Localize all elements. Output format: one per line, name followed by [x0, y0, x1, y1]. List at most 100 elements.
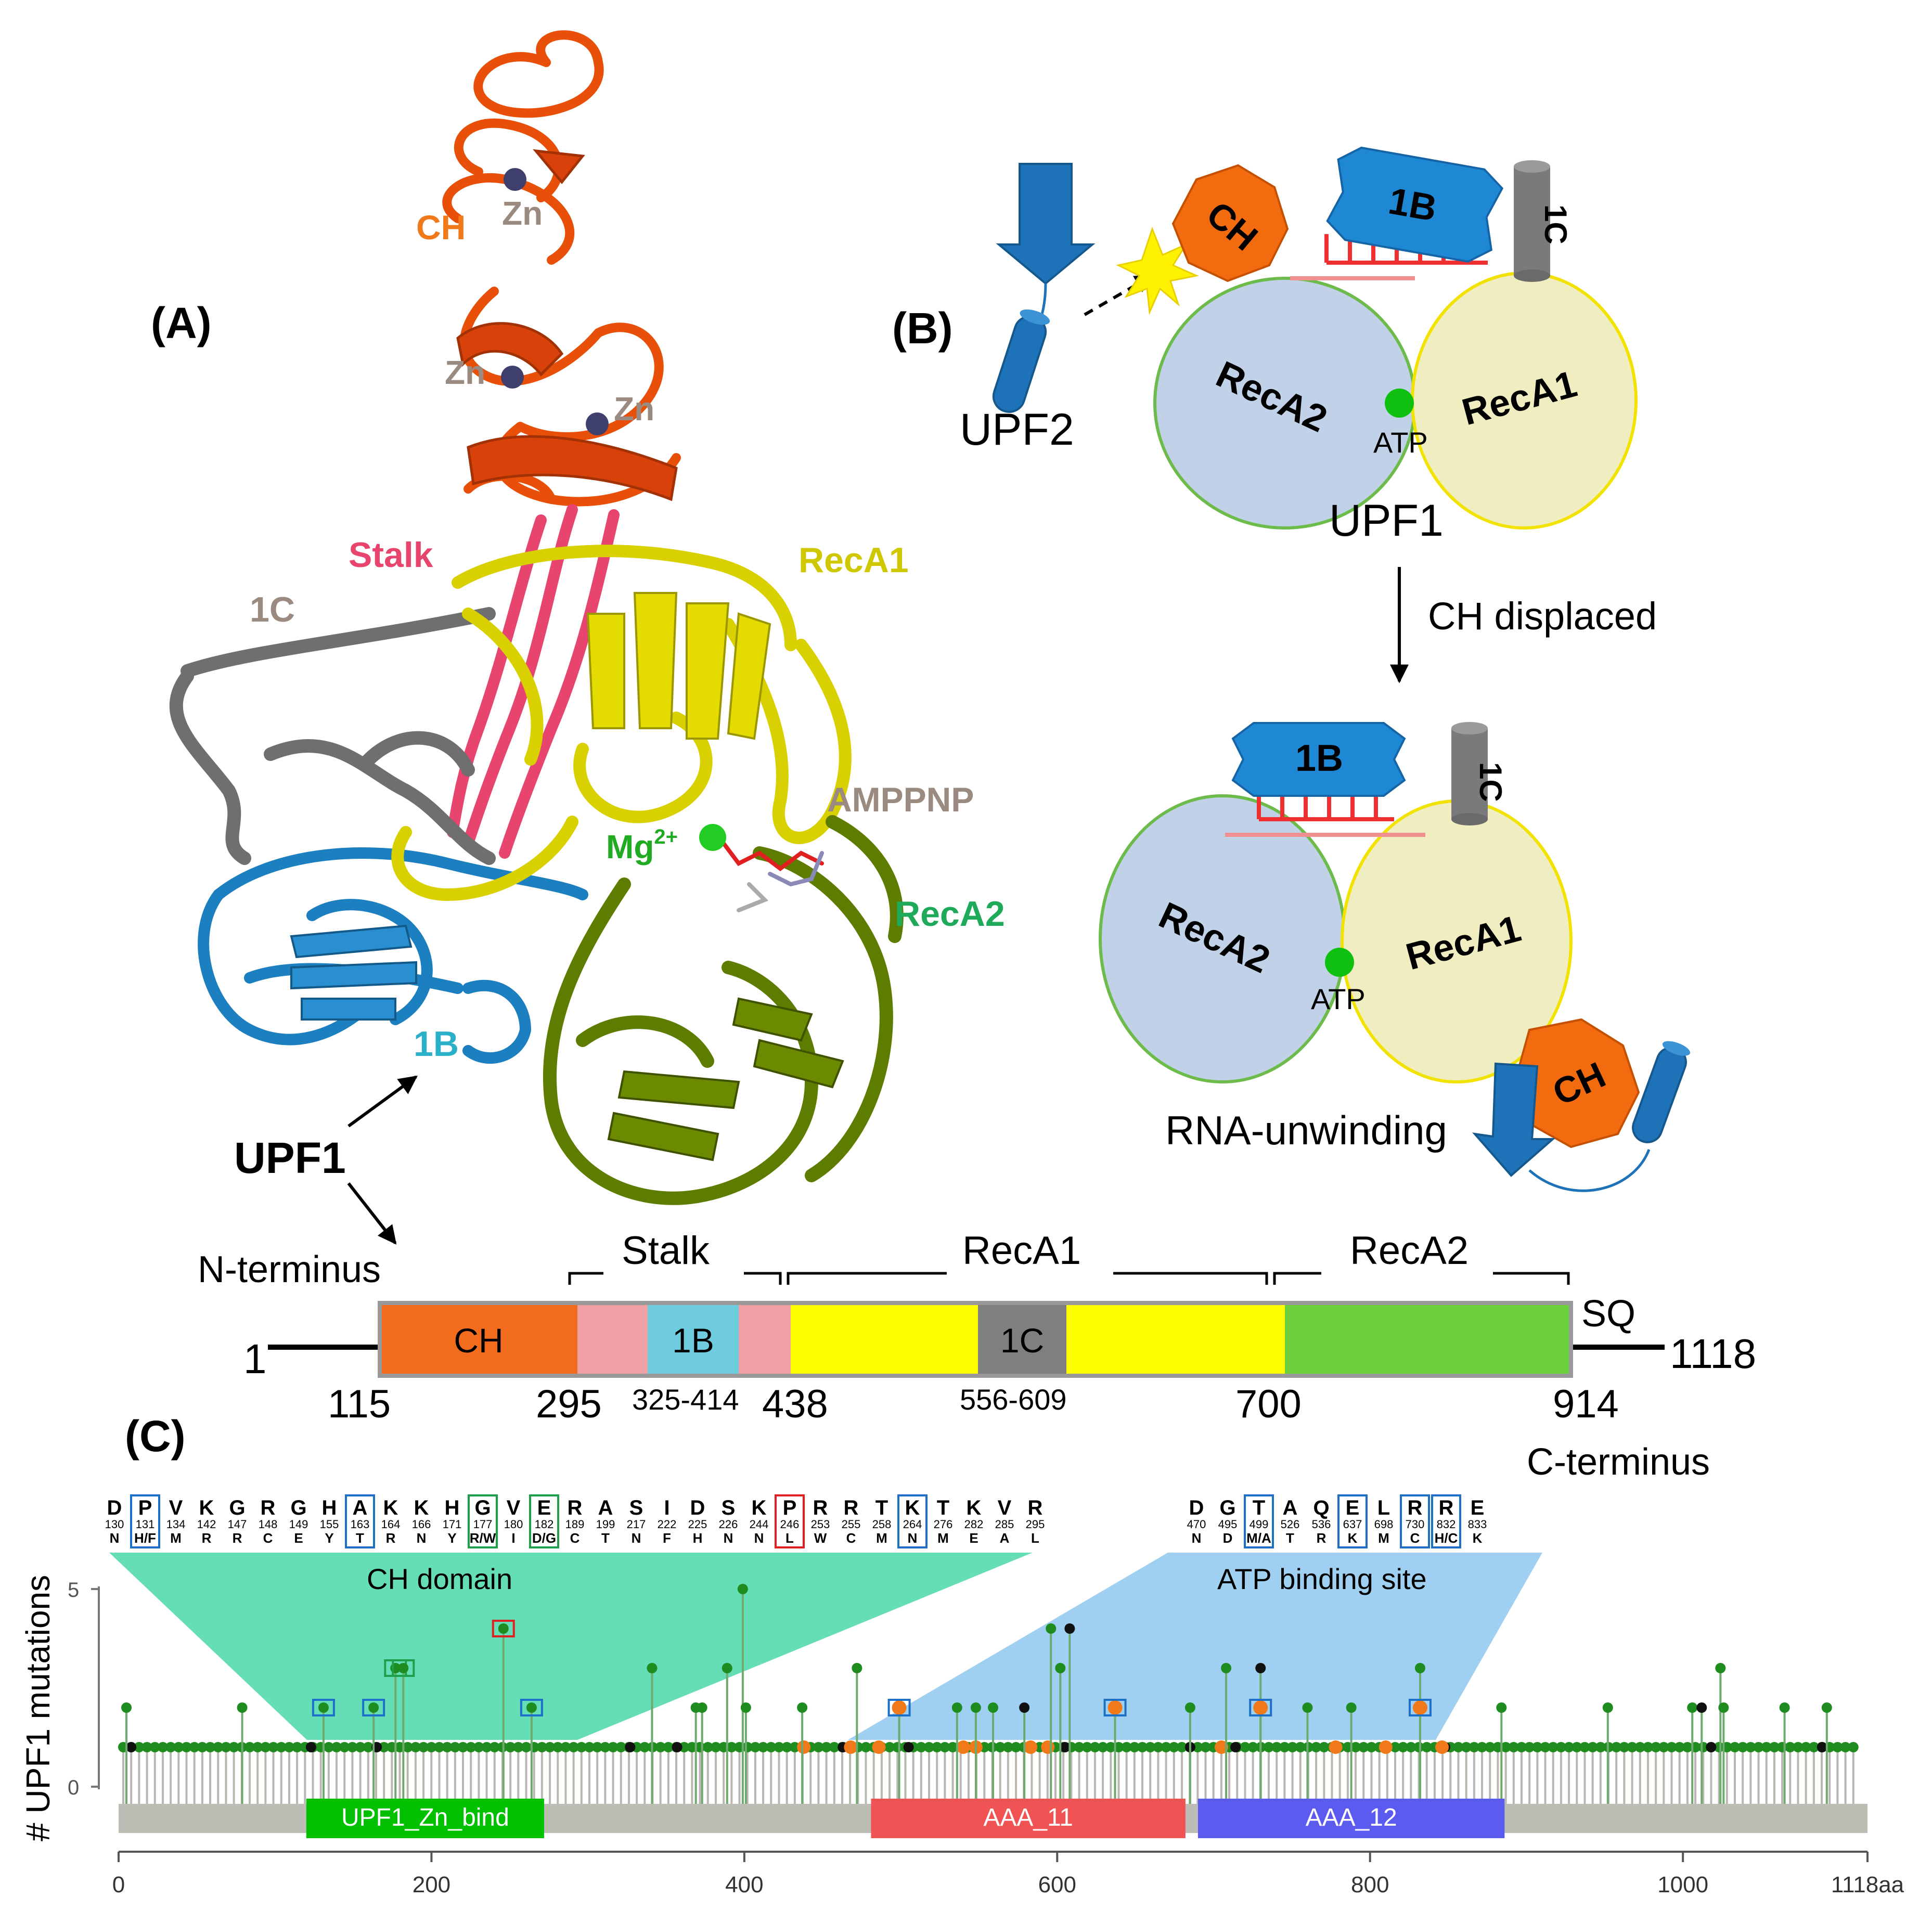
x-tick-label: 600: [1038, 1872, 1076, 1897]
lollipop-head: [1666, 1742, 1677, 1752]
residue-position: 637: [1343, 1518, 1362, 1531]
lollipop-head: [916, 1742, 926, 1752]
lollipop-head: [710, 1742, 721, 1752]
lollipop-head: [679, 1742, 690, 1752]
lollipop-head: [473, 1742, 484, 1752]
map-segment-label: CH: [454, 1321, 503, 1360]
residue-position: 131: [136, 1518, 155, 1531]
ref-residue: V: [169, 1496, 183, 1519]
alt-residue: T: [1286, 1530, 1294, 1546]
panel-a-label: (A): [151, 299, 212, 347]
residue-position: 182: [535, 1518, 554, 1531]
lollipop-head: [1642, 1742, 1653, 1752]
lollipop-head: [1587, 1742, 1598, 1752]
residue-position: 495: [1218, 1518, 1238, 1531]
residue-position: 226: [719, 1518, 738, 1531]
alt-residue: L: [1031, 1530, 1039, 1546]
residue-position: 163: [351, 1518, 370, 1531]
lollipop-head: [1098, 1742, 1109, 1752]
map-brackets: [568, 1272, 1570, 1285]
pfam-domain: [871, 1799, 1186, 1838]
ref-residue: I: [664, 1496, 669, 1519]
bracket-stalk: Stalk: [622, 1229, 710, 1273]
lollipop-head: [995, 1742, 1006, 1752]
lollipop-head: [592, 1742, 603, 1752]
zn-label-3: Zn: [614, 390, 654, 428]
residue-position: 217: [627, 1518, 646, 1531]
ref-residue: Q: [1313, 1496, 1329, 1519]
residue-position: 180: [504, 1518, 523, 1531]
lollipop-head: [1041, 1740, 1055, 1754]
lollipop-head: [1414, 1663, 1425, 1673]
pfam-domain-label: AAA_12: [1306, 1804, 1397, 1831]
alt-residue: M: [876, 1530, 887, 1546]
lollipop-head: [1255, 1663, 1266, 1673]
residue-position: 155: [320, 1518, 339, 1531]
alt-residue: C: [263, 1530, 273, 1546]
lollipop-head: [600, 1742, 611, 1752]
lollipop-head: [449, 1742, 460, 1752]
lollipop-head: [1687, 1702, 1698, 1713]
lollipop-head: [1176, 1742, 1187, 1752]
lollipop-head: [318, 1702, 329, 1713]
alt-residue: Y: [447, 1530, 456, 1546]
c1-label-b-top: 1C: [1538, 204, 1573, 244]
lollipop-head: [1516, 1742, 1527, 1752]
pfam-domain-label: AAA_11: [983, 1804, 1073, 1831]
lollipop-head: [951, 1702, 962, 1713]
lollipop-head: [402, 1742, 413, 1752]
lollipop-head: [1230, 1742, 1241, 1752]
lollipop-head: [1769, 1742, 1780, 1752]
ref-residue: T: [875, 1496, 888, 1519]
lollipop-head: [903, 1742, 914, 1752]
lollipop-head: [576, 1742, 587, 1752]
lollipop-head: [157, 1742, 168, 1752]
lollipop-head: [379, 1742, 390, 1752]
ref-residue: T: [937, 1496, 949, 1519]
atp-mutation-table: D470NG495DT499M/AA526TQ536RE637KL698MR73…: [1187, 1494, 1487, 1548]
lollipop-head: [498, 1623, 509, 1634]
atp-site-label: ATP binding site: [1217, 1563, 1427, 1595]
lollipop-head: [347, 1742, 358, 1752]
ref-residue: K: [414, 1496, 429, 1519]
lollipop-head: [276, 1742, 287, 1752]
mg-label: Mg2+: [606, 825, 678, 866]
n-terminus-label: N-terminus: [198, 1249, 381, 1290]
map-start-label: 1: [243, 1336, 267, 1382]
lollipop-panel-c: CH domain ATP binding site D130NP131H/FV…: [19, 1494, 1904, 1897]
lollipop-head: [1271, 1742, 1282, 1752]
lollipop-head: [584, 1742, 595, 1752]
x-tick-label: 1000: [1657, 1872, 1708, 1897]
map-segment-label: 1B: [672, 1321, 714, 1360]
amppnp-ligand: [721, 841, 824, 912]
lollipop-head: [521, 1742, 532, 1752]
panel-b-label: (B): [892, 304, 953, 353]
ref-residue: D: [107, 1496, 122, 1519]
map-segment: [1285, 1303, 1571, 1376]
lollipop-head: [1287, 1742, 1298, 1752]
lollipop-head: [726, 1742, 737, 1752]
b1-shape-bottom: 1B: [1231, 722, 1406, 797]
lollipop-head: [1389, 1742, 1400, 1752]
lollipop-head: [526, 1702, 537, 1713]
lollipop-head: [988, 1702, 998, 1713]
lollipop-head: [331, 1742, 342, 1752]
atp-dot-bottom: [1325, 948, 1354, 977]
lollipop-head: [1779, 1702, 1790, 1713]
ref-residue: A: [1283, 1496, 1298, 1519]
residue-position: 130: [105, 1518, 124, 1531]
table-highlight-box: [1400, 1494, 1430, 1548]
alt-residue: N: [632, 1530, 641, 1546]
upf1-label-b: UPF1: [1329, 496, 1444, 546]
lollipop-head: [956, 1740, 970, 1754]
lollipop-head: [625, 1742, 636, 1752]
tick-700: 700: [1235, 1382, 1302, 1426]
lollipop-head: [466, 1742, 476, 1752]
lollipop-head: [1366, 1742, 1377, 1752]
lollipop-head: [481, 1742, 492, 1752]
ch-domain-label: CH domain: [367, 1563, 512, 1595]
alt-residue: M/A: [1246, 1530, 1271, 1546]
residue-position: 526: [1281, 1518, 1300, 1531]
table-highlight-box: [775, 1494, 805, 1548]
alt-residue: T: [356, 1530, 364, 1546]
